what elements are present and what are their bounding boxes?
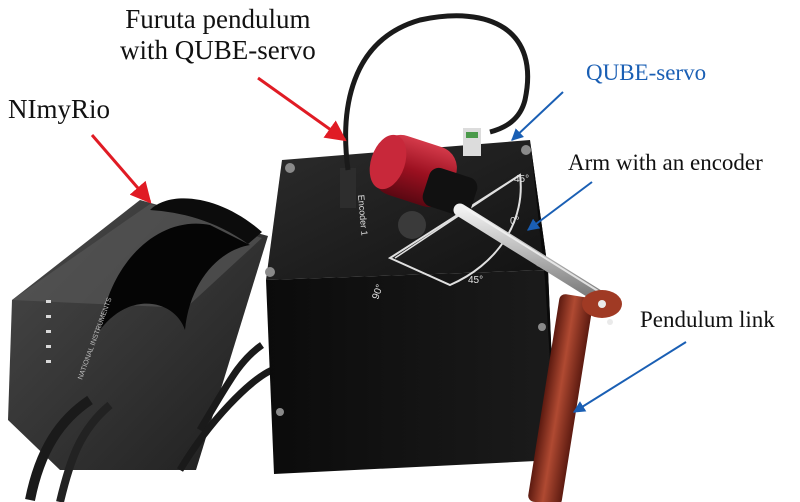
dial-tick: 45° [468, 275, 483, 286]
dial-tick: 0° [510, 216, 520, 227]
label-furuta-line1: Furuta pendulum [125, 4, 311, 34]
qube-servo-box: Encoder 1 45° 0° 45° 90° [265, 13, 605, 474]
dial-tick: 90° [370, 283, 386, 301]
pendulum-link [528, 290, 622, 502]
encoder-label: Encoder 1 [356, 194, 370, 236]
label-arm-encoder: Arm with an encoder [568, 150, 763, 175]
label-nimyrio: NImyRio [8, 94, 111, 124]
arrow-furuta [257, 76, 347, 142]
nimyrio-device: NATIONAL INSTRUMENTS [8, 198, 274, 502]
label-furuta-line2: with QUBE-servo [120, 35, 316, 66]
arrow-nimyrio [90, 134, 152, 204]
label-furuta-pendulum: Furuta pendulum with QUBE-servo [120, 4, 316, 66]
dial-tick: 45° [514, 174, 529, 185]
label-qube-servo: QUBE-servo [586, 60, 707, 85]
label-pendulum-link: Pendulum link [640, 307, 775, 332]
arrow-arm [527, 181, 593, 231]
arrow-pendulum [572, 341, 687, 413]
servo-motor [369, 128, 481, 239]
arrow-qube [511, 91, 564, 141]
